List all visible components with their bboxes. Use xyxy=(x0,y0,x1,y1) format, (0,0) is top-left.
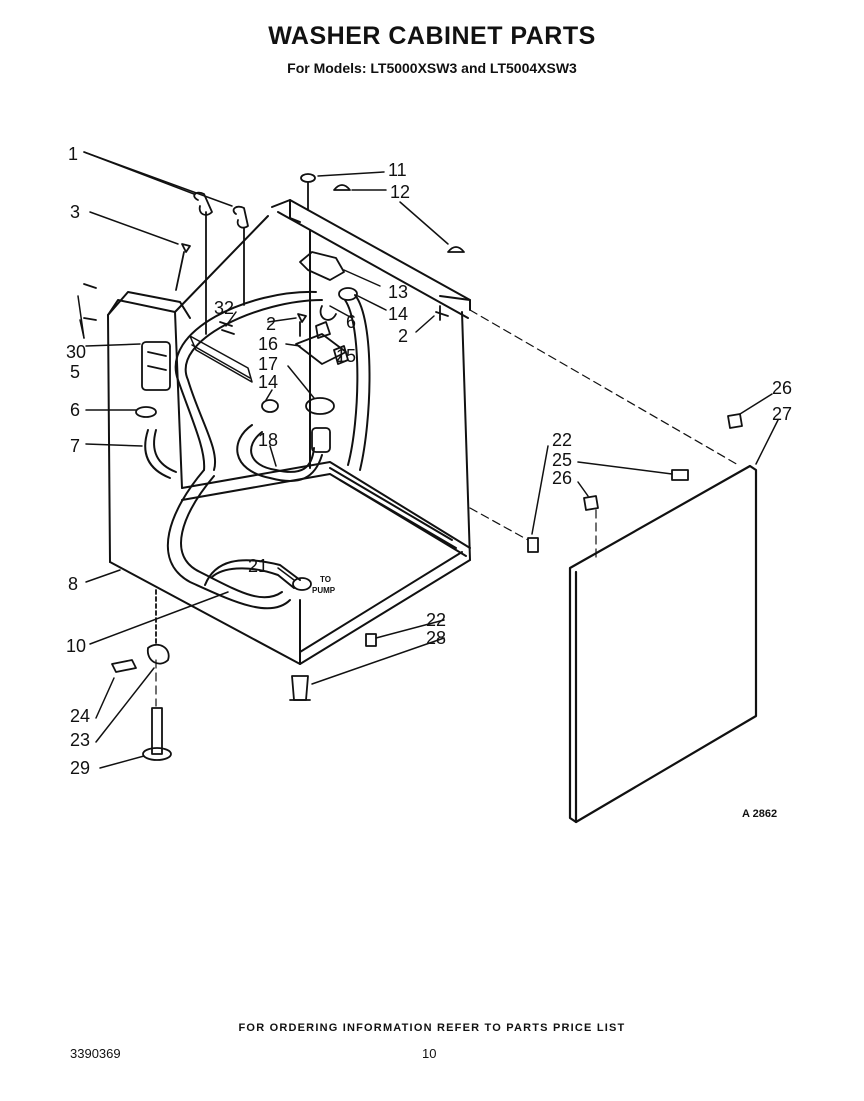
page-number: 10 xyxy=(422,1046,437,1061)
leader-lines xyxy=(77,151,779,769)
callout-17: 17 xyxy=(258,354,278,374)
callout-22-right: 22 xyxy=(552,430,572,450)
callout-24: 24 xyxy=(70,706,90,726)
document-number: 3390369 xyxy=(70,1046,121,1061)
callout-21: 21 xyxy=(248,556,268,576)
callout-7: 7 xyxy=(70,436,80,456)
callout-18: 18 xyxy=(258,430,278,450)
callout-6-right: 6 xyxy=(346,312,356,332)
callout-16: 16 xyxy=(258,334,278,354)
callout-5: 5 xyxy=(70,362,80,382)
callout-8: 8 xyxy=(68,574,78,594)
drawing-id: A 2862 xyxy=(742,808,778,820)
callout-3: 3 xyxy=(70,202,80,222)
callout-26-right: 26 xyxy=(772,378,792,398)
callout-25: 25 xyxy=(552,450,572,470)
hoses xyxy=(144,290,371,610)
callout-13: 13 xyxy=(388,282,408,302)
callout-15: 15 xyxy=(336,346,356,366)
callout-12: 12 xyxy=(390,182,410,202)
alignment-lines xyxy=(155,309,741,707)
callout-numbers: 1 3 30 5 6 7 8 10 24 23 29 11 12 13 14 6… xyxy=(66,144,792,778)
callout-27: 27 xyxy=(772,404,792,424)
callout-6-left: 6 xyxy=(70,400,80,420)
callout-28: 28 xyxy=(426,628,446,648)
callout-22-lower: 22 xyxy=(426,610,446,630)
ordering-note: FOR ORDERING INFORMATION REFER TO PARTS … xyxy=(238,1022,626,1034)
callout-1: 1 xyxy=(68,144,78,164)
callout-26-left: 26 xyxy=(552,468,572,488)
callout-11: 11 xyxy=(388,160,407,180)
small-parts xyxy=(83,173,743,761)
model-subtitle: For Models: LT5000XSW3 and LT5004XSW3 xyxy=(287,60,577,76)
callout-14-top: 14 xyxy=(388,304,408,324)
callout-2-right: 2 xyxy=(398,326,408,346)
callout-30: 30 xyxy=(66,342,86,362)
page-title: WASHER CABINET PARTS xyxy=(268,22,596,50)
front-panel xyxy=(568,464,758,824)
callout-2-left: 2 xyxy=(266,314,276,334)
callout-10: 10 xyxy=(66,636,86,656)
callout-14-lower: 14 xyxy=(258,372,278,392)
pump-label-to: TO xyxy=(320,575,331,584)
callout-29: 29 xyxy=(70,758,90,778)
pump-label-pump: PUMP xyxy=(312,586,336,595)
callout-32: 32 xyxy=(214,298,234,318)
cabinet-body xyxy=(107,199,471,665)
callout-23: 23 xyxy=(70,730,90,750)
